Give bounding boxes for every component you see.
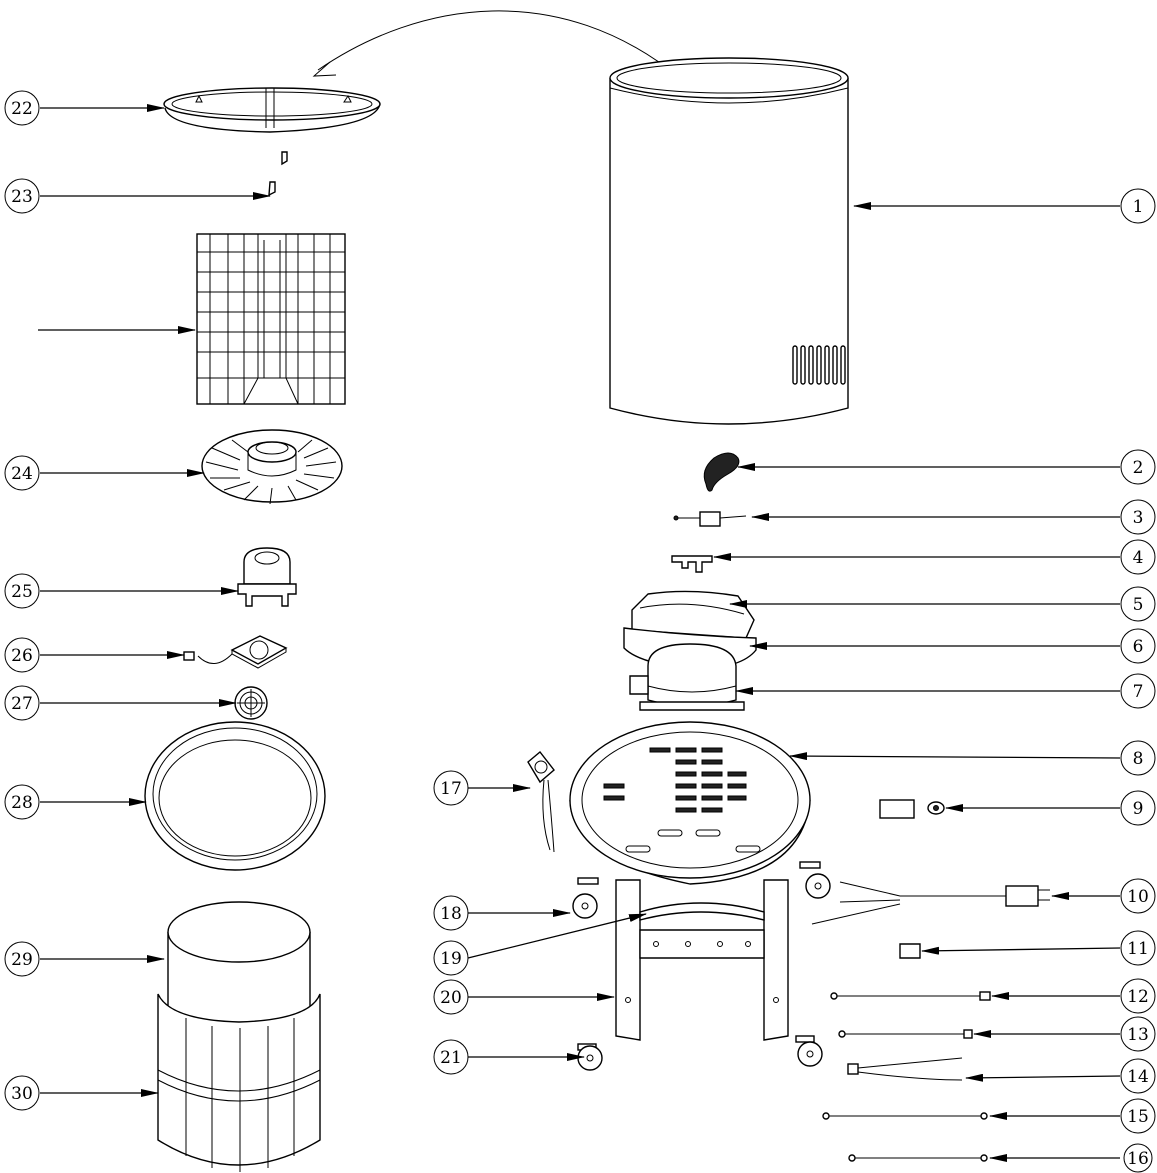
callout-19: 19 <box>433 940 469 976</box>
wire-harness-15 <box>822 1112 988 1120</box>
callout-23: 23 <box>4 178 40 214</box>
callout-21: 21 <box>433 1039 469 1075</box>
fan-guard-part <box>234 686 268 720</box>
svg-text:16: 16 <box>1127 1149 1149 1169</box>
callout-2: 2 <box>1120 449 1156 485</box>
svg-text:22: 22 <box>11 99 33 119</box>
svg-text:10: 10 <box>1127 887 1149 907</box>
svg-text:6: 6 <box>1133 637 1144 657</box>
callout-12: 12 <box>1120 978 1156 1014</box>
callout-17: 17 <box>433 770 469 806</box>
base-pan-slots <box>603 747 761 853</box>
fan-cone-part <box>201 429 343 505</box>
caster-part <box>572 861 831 1071</box>
svg-text:5: 5 <box>1133 595 1144 615</box>
wire-harness-12 <box>830 991 991 1001</box>
callout-15: 15 <box>1120 1098 1156 1134</box>
callout-24: 24 <box>4 455 40 491</box>
svg-text:21: 21 <box>440 1048 462 1068</box>
condenser-fan-part <box>527 750 555 853</box>
stand-part <box>615 879 789 1041</box>
wire-harness-16 <box>848 1154 988 1162</box>
svg-text:9: 9 <box>1133 799 1144 819</box>
svg-text:17: 17 <box>440 779 462 799</box>
callout-1: 1 <box>1120 188 1156 224</box>
base-pan-part <box>569 721 811 885</box>
callout-16: 16 <box>1123 1143 1153 1173</box>
insulation-cylinder-part <box>167 901 311 1026</box>
svg-text:14: 14 <box>1127 1067 1149 1087</box>
callout-13: 13 <box>1120 1016 1156 1052</box>
callout-27: 27 <box>4 685 40 721</box>
wire-harness-13 <box>838 1029 973 1039</box>
svg-text:29: 29 <box>11 950 33 970</box>
callout-30: 30 <box>4 1075 40 1111</box>
power-cord-part <box>811 881 1050 925</box>
assembly-arrow <box>317 10 681 79</box>
svg-text:11: 11 <box>1127 939 1149 959</box>
svg-text:28: 28 <box>11 793 33 813</box>
svg-text:1: 1 <box>1133 197 1144 217</box>
callout-26: 26 <box>4 637 40 673</box>
cabinet-part <box>609 57 849 425</box>
svg-text:23: 23 <box>11 187 33 207</box>
relay-part <box>879 799 945 819</box>
callout-9: 9 <box>1120 790 1156 826</box>
svg-text:3: 3 <box>1133 508 1144 528</box>
svg-text:26: 26 <box>11 646 33 666</box>
clip-part <box>899 943 921 959</box>
svg-text:4: 4 <box>1133 548 1144 568</box>
svg-text:2: 2 <box>1133 458 1144 478</box>
callout-22: 22 <box>4 90 40 126</box>
svg-text:25: 25 <box>11 582 33 602</box>
ring-gasket-part <box>144 721 326 871</box>
svg-text:7: 7 <box>1133 682 1144 702</box>
svg-text:18: 18 <box>440 904 462 924</box>
callout-6: 6 <box>1120 628 1156 664</box>
bracket-part <box>671 555 713 573</box>
svg-text:24: 24 <box>11 464 33 484</box>
callout-14: 14 <box>1120 1058 1156 1094</box>
insulation-segments-part <box>157 993 321 1172</box>
hinge-part <box>268 151 288 197</box>
leader-lines <box>38 104 1121 1162</box>
cabinet-vent-slots <box>792 345 846 385</box>
svg-text:8: 8 <box>1133 749 1144 769</box>
svg-text:15: 15 <box>1127 1107 1149 1127</box>
callout-10: 10 <box>1120 878 1156 914</box>
assembly-arrow-head <box>312 61 337 77</box>
fan-motor-part <box>237 547 297 607</box>
svg-text:27: 27 <box>11 694 33 714</box>
callouts: 1 2 3 4 5 6 7 8 9 10 11 12 13 14 15 16 1… <box>4 90 1156 1173</box>
coiled-hose-part <box>703 452 740 492</box>
callout-11: 11 <box>1120 930 1156 966</box>
svg-text:19: 19 <box>440 949 462 969</box>
wire-harness-14 <box>847 1057 963 1081</box>
callout-29: 29 <box>4 941 40 977</box>
callout-3: 3 <box>1120 499 1156 535</box>
callout-28: 28 <box>4 784 40 820</box>
svg-text:13: 13 <box>1127 1025 1149 1045</box>
callout-18: 18 <box>433 895 469 931</box>
callout-20: 20 <box>433 979 469 1015</box>
callout-4: 4 <box>1120 539 1156 575</box>
small-fan-part <box>183 635 288 669</box>
callout-8: 8 <box>1120 740 1156 776</box>
thermostat-part <box>673 511 747 527</box>
callout-5: 5 <box>1120 586 1156 622</box>
svg-text:12: 12 <box>1127 987 1149 1007</box>
callout-7: 7 <box>1120 673 1156 709</box>
callout-25: 25 <box>4 573 40 609</box>
lid-part <box>163 87 381 133</box>
wire-rack-part <box>196 233 346 405</box>
svg-text:20: 20 <box>440 988 462 1008</box>
compressor-part <box>629 643 745 711</box>
svg-text:30: 30 <box>11 1084 33 1104</box>
